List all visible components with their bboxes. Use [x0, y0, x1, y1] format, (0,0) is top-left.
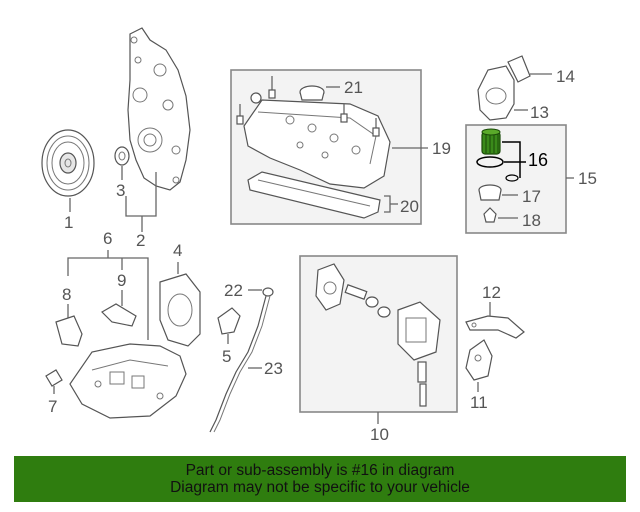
- engine-mount-bracket[interactable]: [465, 315, 525, 339]
- callout-1: 1: [64, 213, 73, 232]
- callout-8: 8: [62, 285, 71, 304]
- callout-3: 3: [116, 181, 125, 200]
- rear-oil-seal-housing[interactable]: [159, 273, 201, 347]
- disclaimer-banner: Part or sub-assembly is #16 in diagram D…: [14, 456, 626, 502]
- dipstick-tube[interactable]: [209, 295, 271, 433]
- oil-strainer[interactable]: [55, 315, 83, 347]
- callout-14: 14: [556, 67, 575, 86]
- callout-17: 17: [522, 187, 541, 206]
- oil-filler-cap[interactable]: [299, 85, 325, 101]
- oil-filter-drain-plug[interactable]: [483, 207, 497, 223]
- callout-20: 20: [400, 197, 419, 216]
- oil-filter-group-box: [465, 124, 567, 234]
- dipstick-tube-bracket[interactable]: [217, 307, 241, 335]
- valve-cover-gasket[interactable]: [247, 171, 381, 219]
- support-bracket[interactable]: [465, 339, 493, 381]
- callout-4: 4: [173, 241, 182, 260]
- oil-pan-drain-plug[interactable]: [45, 369, 63, 387]
- banner-line-1: Part or sub-assembly is #16 in diagram: [185, 462, 455, 479]
- front-seal[interactable]: [114, 146, 130, 166]
- callout-6: 6: [103, 229, 112, 248]
- callout-7: 7: [48, 397, 57, 416]
- parts-diagram: 1 2 3 19: [41, 27, 597, 444]
- callout-11: 11: [470, 393, 488, 412]
- oil-filter-element[interactable]: [481, 128, 501, 155]
- callout-18: 18: [522, 211, 541, 230]
- oil-filter-o-rings[interactable]: [476, 156, 519, 182]
- callout-19: 19: [432, 139, 451, 158]
- callout-21: 21: [344, 78, 363, 97]
- callout-5: 5: [222, 347, 231, 366]
- oil-filter-housing[interactable]: [477, 65, 515, 121]
- callout-22: 22: [224, 281, 243, 300]
- banner-line-2: Diagram may not be specific to your vehi…: [170, 479, 470, 496]
- oil-baffle-plate[interactable]: [101, 303, 137, 327]
- callout-13: 13: [530, 103, 549, 122]
- balance-shaft-assembly[interactable]: [315, 263, 441, 407]
- oil-pan[interactable]: [69, 343, 187, 419]
- valve-cover-bolts[interactable]: [236, 76, 380, 137]
- oil-filter-housing-gasket[interactable]: [507, 55, 531, 83]
- callout-23: 23: [264, 359, 283, 378]
- oil-filter-cap[interactable]: [478, 184, 502, 201]
- timing-chain-cover[interactable]: [127, 27, 191, 191]
- callout-12: 12: [482, 283, 501, 302]
- callout-15: 15: [578, 169, 597, 188]
- oil-dipstick[interactable]: [262, 287, 274, 297]
- callout-2: 2: [136, 231, 145, 250]
- callout-16: 16: [528, 150, 548, 170]
- valve-cover[interactable]: [243, 99, 391, 189]
- crankshaft-pulley[interactable]: [41, 129, 95, 197]
- callout-10: 10: [370, 425, 389, 444]
- callout-9: 9: [117, 271, 126, 290]
